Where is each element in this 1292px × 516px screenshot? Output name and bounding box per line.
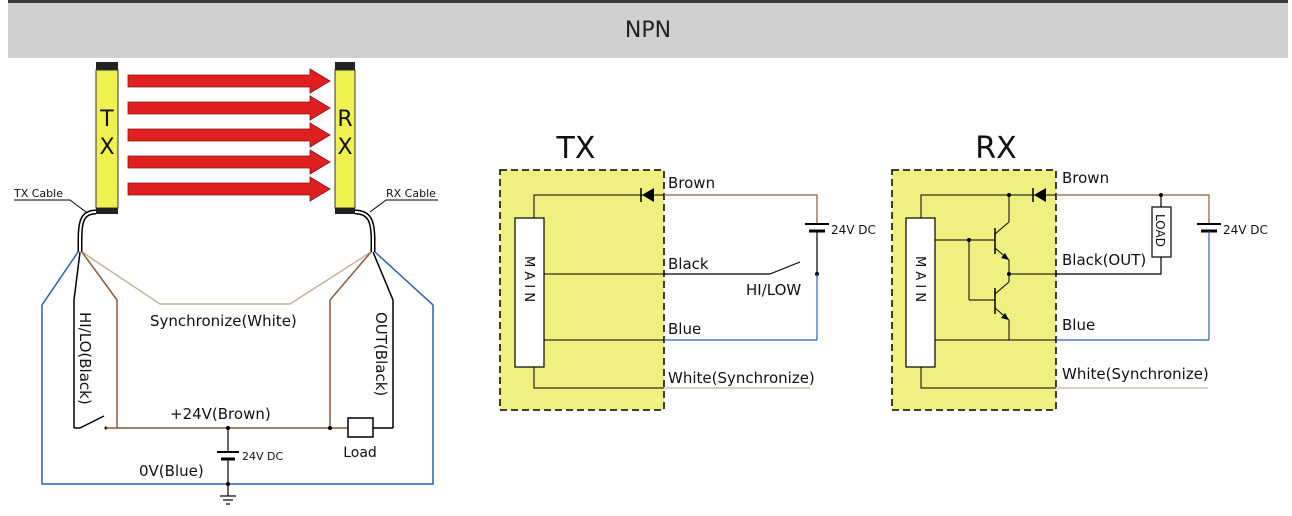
tx-diode — [642, 188, 654, 202]
wire-24v-brown-tx — [81, 251, 118, 428]
hilo-switch — [79, 415, 105, 429]
tx-emitter-bar: T X — [95, 62, 119, 214]
light-curtain-overview: T X R X TX Cable RX C — [13, 62, 438, 505]
rx-title: RX — [975, 131, 1016, 166]
rx-load-label: LOAD — [1153, 214, 1167, 247]
rx-schematic: RX M A I N — [891, 131, 1268, 411]
out-label: OUT(Black) — [372, 312, 390, 396]
header-bar: NPN — [8, 0, 1288, 58]
tx-cable-label: TX Cable — [13, 187, 63, 200]
tx-wire-brown — [664, 194, 818, 224]
plus24-label: +24V(Brown) — [170, 405, 271, 423]
header-title: NPN — [624, 18, 672, 43]
rx-wire-brown — [1056, 194, 1210, 224]
load-box — [347, 417, 374, 438]
rx-letter-2: X — [337, 135, 352, 160]
tx-schematic: TX M A I N 24V DC Brown Bl — [499, 131, 876, 411]
tx-main-block — [514, 217, 545, 368]
tx-hilow-switch — [769, 261, 801, 275]
wire-24v-brown-rx — [329, 251, 372, 428]
wire-0v-blue — [41, 251, 434, 485]
wire-sync-white — [81, 251, 372, 305]
rx-blue-label: Blue — [1062, 316, 1095, 334]
rx-main-label: M A I N — [912, 256, 927, 302]
tx-hilow-label: HI/LOW — [746, 281, 801, 299]
tx-letter-2: X — [99, 135, 114, 160]
beam-arrow — [127, 176, 331, 202]
rx-letter-1: R — [337, 107, 352, 132]
beam-arrow — [127, 149, 331, 175]
hilo-label: HI/LO(Black) — [76, 312, 94, 405]
tx-black-label: Black — [668, 255, 709, 273]
tx-main-label: M A I N — [521, 256, 536, 302]
beam-arrow — [127, 122, 331, 148]
tx-title: TX — [556, 131, 596, 166]
rx-brown-label: Brown — [1062, 169, 1109, 187]
rx-diode — [1034, 188, 1046, 202]
rx-dc-label: 24V DC — [1223, 223, 1268, 237]
rx-cable-label: RX Cable — [386, 187, 436, 200]
wire-out-black — [372, 251, 394, 428]
zero-volt-label: 0V(Blue) — [139, 462, 204, 480]
rx-receiver-bar: R X — [334, 62, 356, 214]
tx-letter-1: T — [99, 107, 114, 132]
load-label: Load — [343, 445, 377, 461]
rx-black-label: Black(OUT) — [1062, 251, 1146, 269]
wire-hilo-black — [73, 251, 81, 428]
tx-brown-label: Brown — [668, 174, 715, 192]
rx-white-label: White(Synchronize) — [1062, 365, 1209, 383]
sync-label: Synchronize(White) — [150, 312, 297, 330]
beam-arrow — [127, 95, 331, 121]
beam-arrow — [127, 68, 331, 94]
beam-arrows — [127, 68, 331, 202]
tx-white-label: White(Synchronize) — [668, 369, 815, 387]
tx-dc-label: 24V DC — [831, 223, 876, 237]
battery-left-label: 24V DC — [242, 450, 283, 463]
tx-blue-label: Blue — [668, 320, 701, 338]
rx-main-block — [905, 217, 936, 368]
